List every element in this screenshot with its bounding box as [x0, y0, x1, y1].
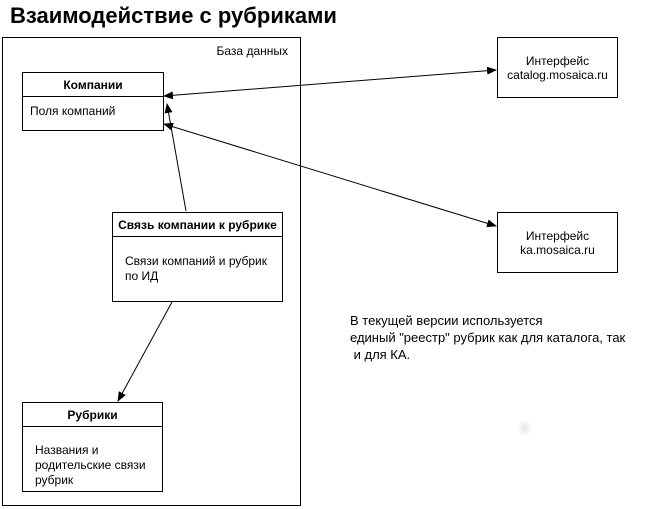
database-container: База данных: [2, 37, 301, 506]
artifact-dot: [518, 421, 532, 435]
arrow-link-to-companies: [164, 103, 187, 212]
catalog-interface-domain: catalog.mosaica.ru: [507, 67, 608, 82]
note-line: единый "реестр" рубрик как для каталога,…: [350, 330, 626, 345]
rubrics-body-line: родительские связи: [35, 458, 146, 472]
rubrics-entity-body: Названия и родительские связи рубрик: [23, 427, 162, 488]
link-body-line: Связи компаний и рубрик: [125, 254, 268, 268]
ka-interface-title: Интерфейс: [525, 228, 590, 243]
catalog-interface-title: Интерфейс: [525, 53, 590, 68]
rubrics-body-line: Названия и: [35, 443, 99, 457]
ka-interface-box[interactable]: Интерфейс ka.mosaica.ru: [497, 212, 618, 273]
companies-entity[interactable]: Компании Поля компаний: [22, 72, 164, 131]
diagram-title: Взаимодействие с рубриками: [10, 3, 337, 28]
version-note: В текущей версии используется единый "рее…: [350, 312, 625, 363]
database-label: База данных: [216, 44, 288, 58]
companies-entity-header: Компании: [23, 73, 163, 97]
ka-interface-domain: ka.mosaica.ru: [520, 242, 595, 257]
note-line: В текущей версии используется: [350, 313, 543, 328]
link-body-line: по ИД: [125, 269, 159, 283]
arrow-link-to-rubrics: [117, 301, 173, 402]
arrow-companies-catalog: [163, 66, 497, 100]
note-line: и для КА.: [350, 347, 411, 362]
arrow-companies-ka: [163, 122, 497, 228]
rubrics-entity-header: Рубрики: [23, 403, 162, 427]
rubrics-body-line: рубрик: [35, 473, 74, 487]
link-entity-body: Связи компаний и рубрик по ИД: [113, 237, 282, 284]
companies-entity-body: Поля компаний: [23, 97, 163, 119]
companies-fields-text: Поля компаний: [30, 104, 116, 118]
catalog-interface-box[interactable]: Интерфейс catalog.mosaica.ru: [497, 37, 618, 98]
rubrics-entity[interactable]: Рубрики Названия и родительские связи ру…: [22, 402, 163, 492]
